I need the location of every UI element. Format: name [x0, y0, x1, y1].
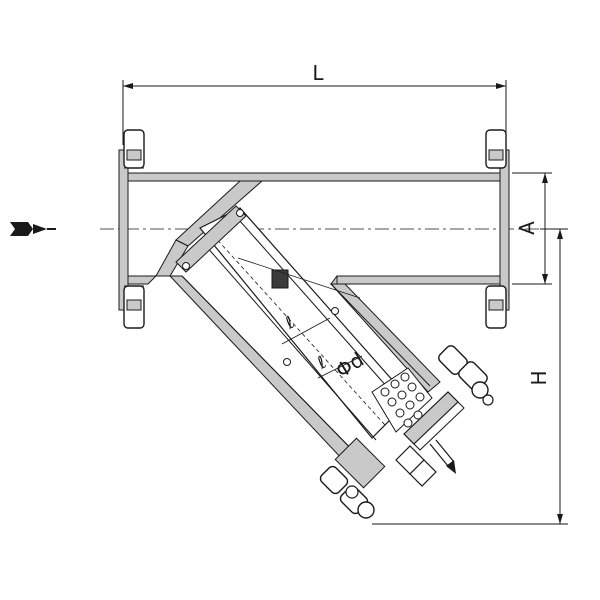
dimension-h-label: H	[527, 370, 551, 385]
screen-mesh	[371, 367, 433, 433]
right-flange	[485, 129, 510, 329]
dimension-l-label: L	[312, 61, 324, 85]
strainer-screen	[175, 205, 433, 441]
screen-marker	[271, 269, 289, 289]
flow-direction-arrow-icon	[10, 222, 56, 236]
drain-plug-icon	[395, 439, 456, 487]
dimension-h: H	[372, 228, 568, 525]
dimension-a-label: A	[515, 221, 539, 235]
bolt-upper-icon	[438, 345, 494, 406]
cover-flange	[319, 345, 494, 519]
left-flange	[118, 129, 145, 329]
pipe-body	[127, 172, 506, 285]
dimension-l: L	[122, 61, 507, 145]
y-branch	[155, 180, 441, 479]
bolt-lower-icon	[319, 437, 386, 519]
